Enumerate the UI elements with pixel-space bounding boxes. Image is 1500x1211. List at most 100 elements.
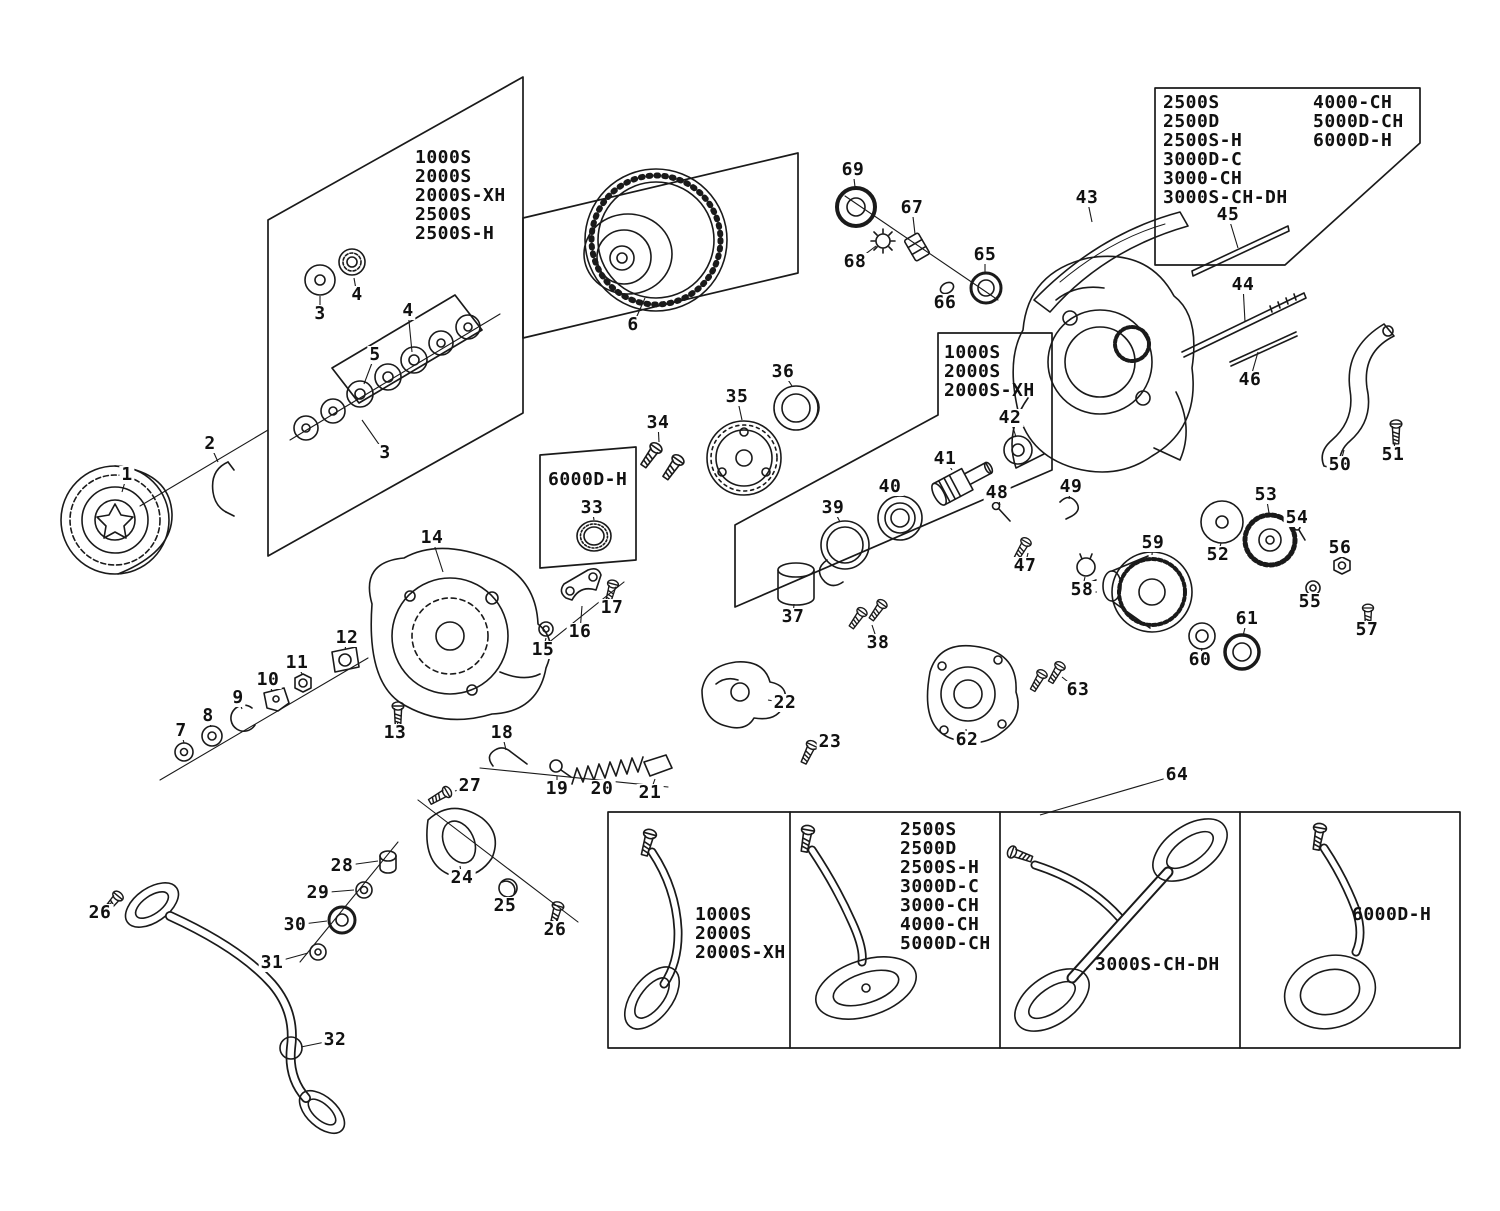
part-number-label: 52 xyxy=(1204,544,1232,565)
part-number-label: 7 xyxy=(173,720,189,741)
part-number-label: 55 xyxy=(1296,591,1324,612)
part-body-14 xyxy=(368,547,552,721)
part-number-label: 49 xyxy=(1057,476,1085,497)
part-spool xyxy=(583,168,728,312)
seal-kit-model: 6000D-H xyxy=(548,469,628,490)
rotor-models-col1: 2500S 2500D 2500S-H 3000D-C 3000-CH 3000… xyxy=(1163,92,1288,208)
part-number-label: 14 xyxy=(418,527,446,548)
part-number-label: 58 xyxy=(1068,579,1096,600)
part-lever-18 xyxy=(488,747,528,767)
part-handle-arm-32 xyxy=(124,882,346,1135)
part-number-label: 62 xyxy=(953,729,981,750)
handle-option-1 xyxy=(624,827,683,1030)
part-link-16 xyxy=(560,568,602,601)
part-handle-cap-24 xyxy=(426,807,497,877)
part-cap-21 xyxy=(643,754,673,777)
part-number-label: 54 xyxy=(1283,507,1311,528)
pinion-models-box xyxy=(734,332,1053,608)
part-number-label: 26 xyxy=(86,902,114,923)
part-number-label: 35 xyxy=(723,386,751,407)
part-number-label: 30 xyxy=(281,914,309,935)
part-number-label: 6 xyxy=(625,314,641,335)
part-number-label: 69 xyxy=(839,159,867,180)
part-body-cover-62 xyxy=(926,644,1019,744)
part-bearing-40 xyxy=(877,495,923,541)
part-number-label: 65 xyxy=(971,244,999,265)
part-number-label: 10 xyxy=(254,669,282,690)
handle-option-4 xyxy=(1283,821,1377,1030)
part-bearing-61 xyxy=(1223,633,1261,671)
part-number-label: 43 xyxy=(1073,187,1101,208)
handle-box2-models: 2500S 2500D 2500S-H 3000D-C 3000-CH 4000… xyxy=(900,819,991,954)
part-number-label: 32 xyxy=(321,1029,349,1050)
part-number-label: 61 xyxy=(1233,608,1261,629)
part-shaft-44 xyxy=(1181,292,1307,358)
part-number-label: 20 xyxy=(588,778,616,799)
part-number-label: 25 xyxy=(491,895,519,916)
part-number-label: 8 xyxy=(200,705,216,726)
part-number-label: 57 xyxy=(1353,619,1381,640)
part-number-label: 4 xyxy=(349,284,365,305)
part-pinion-41 xyxy=(931,461,994,506)
part-number-label: 34 xyxy=(644,412,672,433)
part-number-label: 66 xyxy=(931,292,959,313)
part-number-label: 46 xyxy=(1236,369,1264,390)
part-nut-56 xyxy=(1333,556,1351,575)
part-bushing-37 xyxy=(777,562,815,606)
part-number-label: 9 xyxy=(230,687,246,708)
part-number-label: 3 xyxy=(377,442,393,463)
part-seal-33 xyxy=(576,520,612,552)
part-collar-28 xyxy=(379,850,397,874)
part-retainer-39 xyxy=(818,520,870,587)
part-washer-29 xyxy=(355,881,373,899)
part-plunger-19 xyxy=(549,759,572,778)
part-cap-69 xyxy=(835,186,877,228)
part-number-label: 1 xyxy=(119,464,135,485)
part-number-label: 42 xyxy=(996,407,1024,428)
part-number-label: 45 xyxy=(1214,204,1242,225)
part-number-label: 67 xyxy=(898,197,926,218)
spool-models-top-left: 1000S 2000S 2000S-XH 2500S 2500S-H xyxy=(415,147,506,244)
part-number-label: 31 xyxy=(258,952,286,973)
part-number-label: 16 xyxy=(566,621,594,642)
part-number-label: 36 xyxy=(769,361,797,382)
part-number-label: 37 xyxy=(779,606,807,627)
part-number-label: 41 xyxy=(931,448,959,469)
part-number-label: 13 xyxy=(381,722,409,743)
handle-option-2 xyxy=(796,823,918,1020)
part-clip-58 xyxy=(1076,553,1096,577)
part-number-label: 56 xyxy=(1326,537,1354,558)
seal-kit-box xyxy=(539,446,637,569)
part-number-label: 12 xyxy=(333,627,361,648)
part-number-label: 5 xyxy=(367,344,383,365)
part-ring-36 xyxy=(773,385,820,431)
part-washer-8 xyxy=(201,725,223,747)
part-pin-66 xyxy=(939,281,955,295)
part-clip-49 xyxy=(1059,496,1080,520)
part-washer-stack xyxy=(293,314,481,441)
part-number-label: 50 xyxy=(1326,454,1354,475)
part-number-label: 29 xyxy=(304,882,332,903)
handle-options-panel xyxy=(607,811,1461,1049)
callout-boxes xyxy=(267,76,1461,1049)
part-number-label: 44 xyxy=(1229,274,1257,295)
part-nut-11 xyxy=(294,673,312,693)
part-number-label: 18 xyxy=(488,722,516,743)
part-bearing-65 xyxy=(969,271,1003,305)
part-number-label: 38 xyxy=(864,632,892,653)
part-number-label: 24 xyxy=(448,867,476,888)
part-number-label: 59 xyxy=(1139,532,1167,553)
part-number-label: 26 xyxy=(541,919,569,940)
part-number-label: 23 xyxy=(816,731,844,752)
part-number-label: 15 xyxy=(529,639,557,660)
part-washer-4a xyxy=(338,248,366,276)
part-number-label: 48 xyxy=(983,482,1011,503)
rotor-models-box xyxy=(1154,87,1421,266)
part-number-label: 28 xyxy=(328,855,356,876)
part-nut-12 xyxy=(331,646,360,673)
part-number-label: 19 xyxy=(543,778,571,799)
part-washer-31 xyxy=(309,943,327,961)
part-bearing-30 xyxy=(327,905,357,935)
